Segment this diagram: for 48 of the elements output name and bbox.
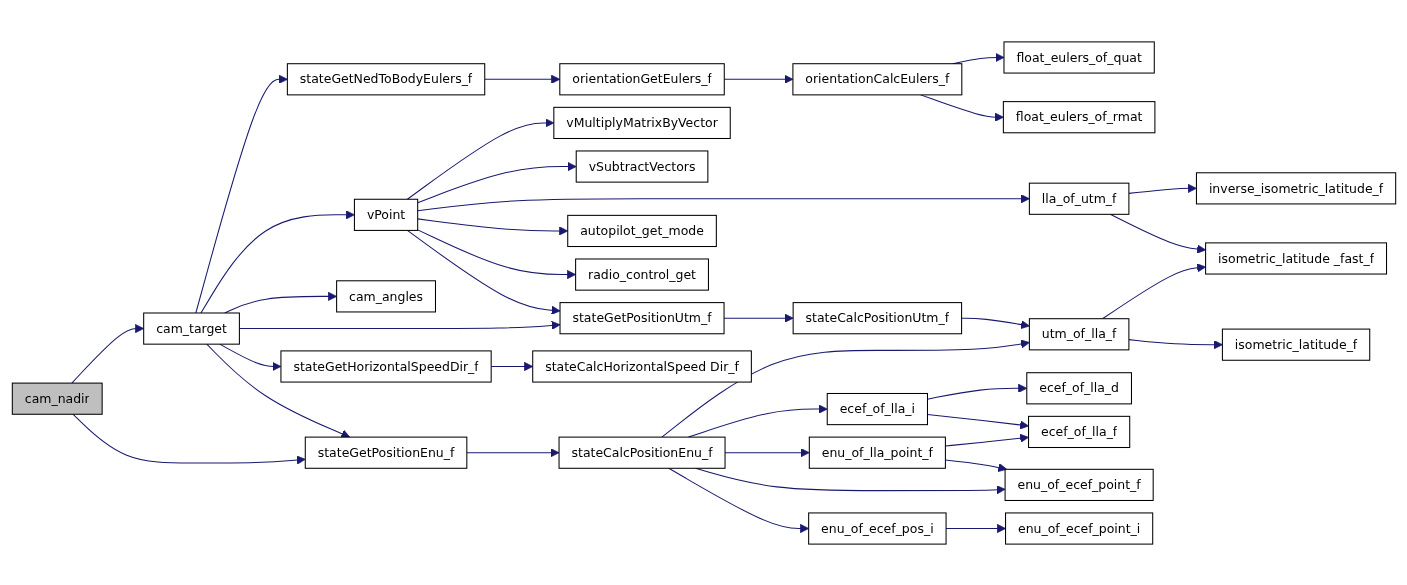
node-box: vSubtractVectors xyxy=(575,149,708,183)
arrow xyxy=(1109,213,1206,254)
node-box: enu_of_lla_point_f xyxy=(808,436,946,469)
arrow xyxy=(944,433,1029,446)
arrow xyxy=(945,523,1006,533)
arrow xyxy=(238,320,560,330)
arrow xyxy=(416,228,576,279)
arrow xyxy=(70,323,144,384)
arrow xyxy=(218,343,281,371)
node-box: float_eulers_of_rmat xyxy=(1002,100,1155,133)
node-box: inverse_isometric_latitude_f xyxy=(1195,171,1396,204)
node-box: float_eulers_of_quat xyxy=(1002,40,1155,74)
node-box: vPoint xyxy=(353,198,418,231)
node-box: vMultiplyMatrixByVector xyxy=(552,106,731,139)
node-box: stateCalcHorizontalSpeed Dir_f xyxy=(531,349,752,383)
node-box: enu_of_ecef_point_i xyxy=(1004,511,1153,545)
node-box: enu_of_ecef_point_f xyxy=(1004,468,1154,501)
arrow xyxy=(406,117,554,200)
node-box: stateGetNedToBodyEulers_f xyxy=(286,62,485,95)
node-box: orientationCalcEulers_f xyxy=(791,62,962,95)
node-box: stateGetPositionEnu_f xyxy=(304,436,467,469)
node-box: radio_control_get xyxy=(574,257,709,291)
node-box: stateGetPositionUtm_f xyxy=(559,301,725,334)
node-box: enu_of_ecef_pos_i xyxy=(807,511,947,545)
arrow xyxy=(944,459,1007,472)
node-box: stateCalcPositionUtm_f xyxy=(792,301,962,334)
node-box: stateGetHorizontalSpeedDir_f xyxy=(279,349,492,383)
node-box: autopilot_get_mode xyxy=(566,214,717,247)
node-box: utm_of_lla_f xyxy=(1028,317,1129,350)
node-box: ecef_of_lla_f xyxy=(1027,415,1130,448)
node-box: ecef_of_lla_d xyxy=(1025,371,1132,404)
node-box: isometric_latitude _fast_f xyxy=(1204,241,1387,275)
node-box: lla_of_utm_f xyxy=(1028,182,1129,215)
arrow xyxy=(1101,262,1206,319)
node-box: ecef_of_lla_i xyxy=(826,392,928,425)
node-box: isometric_latitude_f xyxy=(1221,328,1370,361)
node-box: cam_nadir xyxy=(11,382,103,415)
arrow xyxy=(667,467,809,533)
node-box: orientationGetEulers_f xyxy=(558,62,725,95)
node-box: cam_target xyxy=(142,311,240,345)
arrow xyxy=(926,413,1029,429)
node-box: stateCalcPositionEnu_f xyxy=(558,436,726,469)
arrow xyxy=(205,343,350,438)
node-box: cam_angles xyxy=(335,279,436,312)
arrow xyxy=(723,74,793,84)
arrow xyxy=(406,229,560,315)
arrow xyxy=(490,361,533,371)
arrow xyxy=(926,383,1027,400)
